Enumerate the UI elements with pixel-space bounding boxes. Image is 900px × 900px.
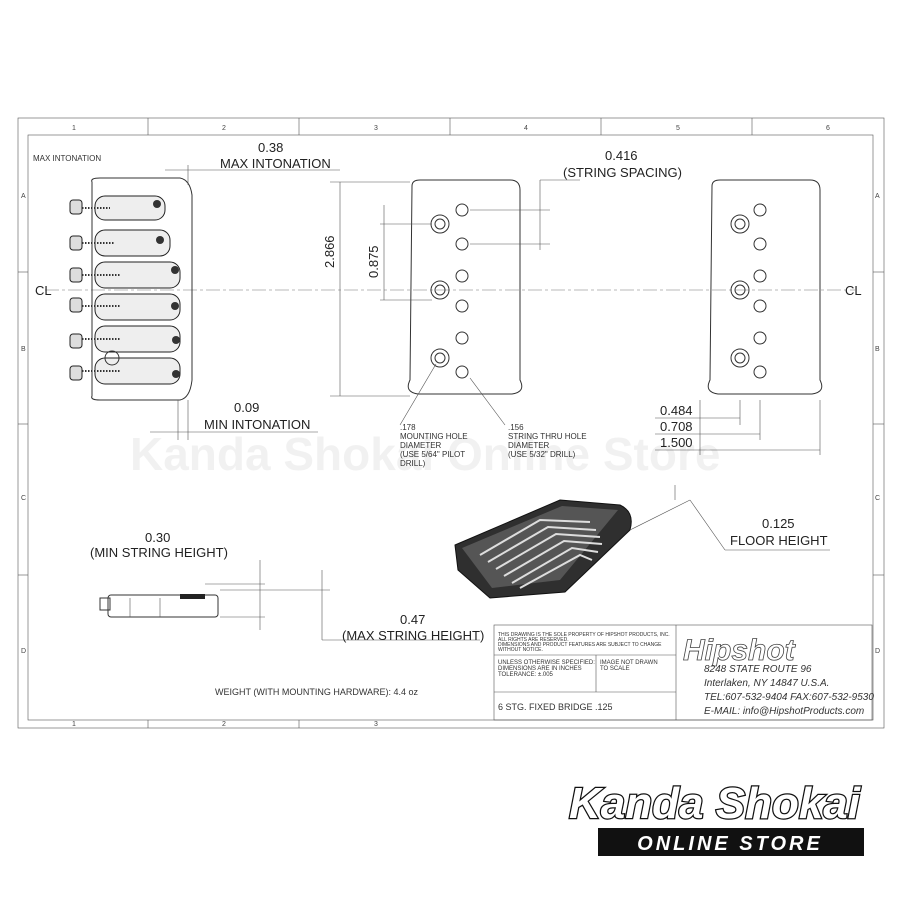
bridge-side-view [99, 594, 219, 618]
hole-spacing-dimension: 0.875 [366, 245, 381, 278]
grid-col-bottom-1: 1 [72, 721, 76, 728]
grid-col-4: 4 [524, 125, 528, 132]
drawing-text: .178 [400, 423, 416, 432]
drawing-text: (USE 5/64" PILOT [400, 450, 465, 459]
grid-row-d-right: D [875, 648, 880, 655]
centerline-symbol-right: CL [845, 283, 862, 298]
min-string-height-label: (MIN STRING HEIGHT) [90, 545, 228, 560]
floor-height-label: FLOOR HEIGHT [730, 533, 828, 548]
width-1500: 1.500 [660, 435, 693, 450]
min-intonation-label: MIN INTONATION [204, 417, 310, 432]
drawing-text: DIAMETER [508, 441, 550, 450]
mounting-hole-note: .178 MOUNTING HOLE DIAMETER (USE 5/64" P… [400, 423, 468, 468]
centerline-symbol-left: CL [35, 283, 52, 298]
store-logo: Kanda Shokai ONLINE STORE [568, 778, 864, 856]
inner-frame [27, 134, 874, 721]
drawing-text: (USE 5/32" DRILL) [508, 450, 576, 459]
string-spacing-label: (STRING SPACING) [563, 165, 682, 180]
drawing-text: UNLESS OTHERWISE SPECIFIED: [498, 660, 595, 666]
grid-ticks [18, 118, 884, 728]
grid-row-d: D [21, 648, 26, 655]
phone-fax: TEL:607-532-9404 FAX:607-532-9530 [704, 692, 874, 703]
drawing-text: TO SCALE [600, 666, 630, 672]
hipshot-logo: Hipshot [683, 634, 797, 667]
drawing-text: DIMENSIONS ARE IN INCHES [498, 666, 582, 672]
bridge-base-plate-right [707, 179, 823, 395]
min-string-height-value: 0.30 [145, 530, 170, 545]
drawing-text: THIS DRAWING IS THE SOLE PROPERTY OF HIP… [498, 632, 670, 638]
grid-row-a: A [21, 193, 26, 200]
drawing-text: ONLINE STORE [637, 833, 823, 855]
drawing-text: DRILL) [400, 459, 426, 468]
grid-row-b-right: B [875, 346, 880, 353]
width-0708: 0.708 [660, 419, 693, 434]
corner-label: MAX INTONATION [33, 154, 101, 163]
drawing-text: DIAMETER [400, 441, 442, 450]
outer-frame [17, 117, 885, 729]
string-hole-note: .156 STRING THRU HOLE DIAMETER (USE 5/32… [508, 423, 587, 459]
drawing-text: .156 [508, 423, 524, 432]
grid-labels: 1 2 3 4 5 6 1 2 3 A B C D A B C D [21, 125, 880, 728]
floor-height-value: 0.125 [762, 516, 795, 531]
string-spacing-value: 0.416 [605, 148, 638, 163]
width-0484: 0.484 [660, 403, 693, 418]
drawing-text: STRING THRU HOLE [508, 432, 587, 441]
grid-col-2: 2 [222, 125, 226, 132]
drawing-text: IMAGE NOT DRAWN [600, 660, 658, 666]
grid-col-3: 3 [374, 125, 378, 132]
grid-col-6: 6 [826, 125, 830, 132]
drawing-text: DIMENSIONS AND PRODUCT FEATURES ARE SUBJ… [498, 642, 662, 648]
address-city: Interlaken, NY 14847 U.S.A. [704, 678, 829, 689]
email: E-MAIL: info@HipshotProducts.com [704, 706, 864, 717]
grid-col-bottom-3: 3 [374, 721, 378, 728]
grid-col-bottom-2: 2 [222, 721, 226, 728]
grid-col-1: 1 [72, 125, 76, 132]
min-intonation-value: 0.09 [234, 400, 259, 415]
address-line: 8248 STATE ROUTE 96 [704, 664, 812, 675]
grid-row-c-right: C [875, 495, 880, 502]
part-name: 6 STG. FIXED BRIDGE .125 [498, 702, 613, 712]
bridge-base-plate-center [407, 179, 523, 395]
bridge-top-view [69, 177, 193, 401]
title-block: THIS DRAWING IS THE SOLE PROPERTY OF HIP… [493, 624, 874, 721]
drawing-text: WITHOUT NOTICE. [498, 647, 543, 653]
max-intonation-label: MAX INTONATION [220, 156, 331, 171]
bridge-3d-view [454, 499, 632, 599]
max-string-height-label: (MAX STRING HEIGHT) [342, 628, 484, 643]
drawing-text: ALL RIGHTS ARE RESERVED. [498, 637, 569, 643]
grid-row-a-right: A [875, 193, 880, 200]
grid-col-5: 5 [676, 125, 680, 132]
drawing-text: MOUNTING HOLE [400, 432, 468, 441]
drawing-text: Kanda Shokai [569, 779, 861, 828]
grid-row-c: C [21, 495, 26, 502]
max-string-height-value: 0.47 [400, 612, 425, 627]
max-intonation-value: 0.38 [258, 140, 283, 155]
watermark: Kanda Shokai Online Store [130, 428, 720, 480]
drawing-text: TOLERANCE: ±.005 [498, 672, 554, 678]
height-dimension: 2.866 [322, 235, 337, 268]
grid-row-b: B [21, 346, 26, 353]
weight-note: WEIGHT (WITH MOUNTING HARDWARE): 4.4 oz [215, 687, 419, 697]
